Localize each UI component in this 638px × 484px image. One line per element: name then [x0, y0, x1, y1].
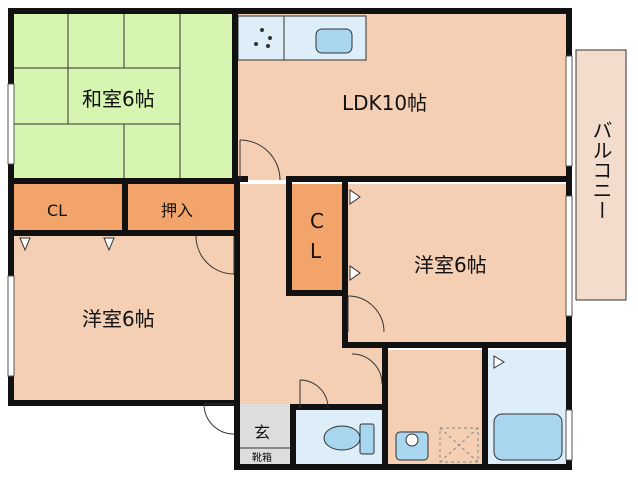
label-closet-c: C: [310, 209, 324, 233]
door-swings: [195, 139, 385, 435]
closet-left: [12, 184, 124, 232]
label-ldk: LDK10帖: [342, 91, 427, 115]
closet-center: [292, 184, 344, 292]
genkan-area: [238, 404, 292, 464]
label-genkan: 玄: [254, 423, 270, 442]
youshitsu-left-room: [12, 236, 234, 400]
stove-icon: [254, 28, 272, 48]
youshitsu-right-room: [348, 184, 568, 344]
label-closet-l: L: [310, 239, 322, 263]
label-youshitsu-left: 洋室6帖: [82, 307, 155, 331]
washitsu-room: [12, 12, 234, 180]
label-oshiire: 押入: [161, 201, 193, 220]
label-youshitsu-right: 洋室6帖: [414, 253, 487, 277]
sink-icon: [315, 28, 353, 54]
toilet-icon: [323, 423, 375, 455]
label-getabako: 靴箱: [252, 451, 272, 464]
bathtub-icon: [493, 413, 563, 461]
windows: [7, 55, 573, 461]
balcony: [575, 49, 627, 301]
washbasin-icon: [395, 431, 429, 461]
label-balcony: バルコニー: [589, 120, 613, 220]
washer-space: [439, 427, 479, 463]
closet-door-markers: [19, 189, 505, 369]
label-washitsu: 和室6帖: [82, 87, 155, 111]
label-cl-left: CL: [47, 201, 67, 220]
oshiire: [128, 184, 234, 232]
tatami-lines: [12, 12, 181, 180]
